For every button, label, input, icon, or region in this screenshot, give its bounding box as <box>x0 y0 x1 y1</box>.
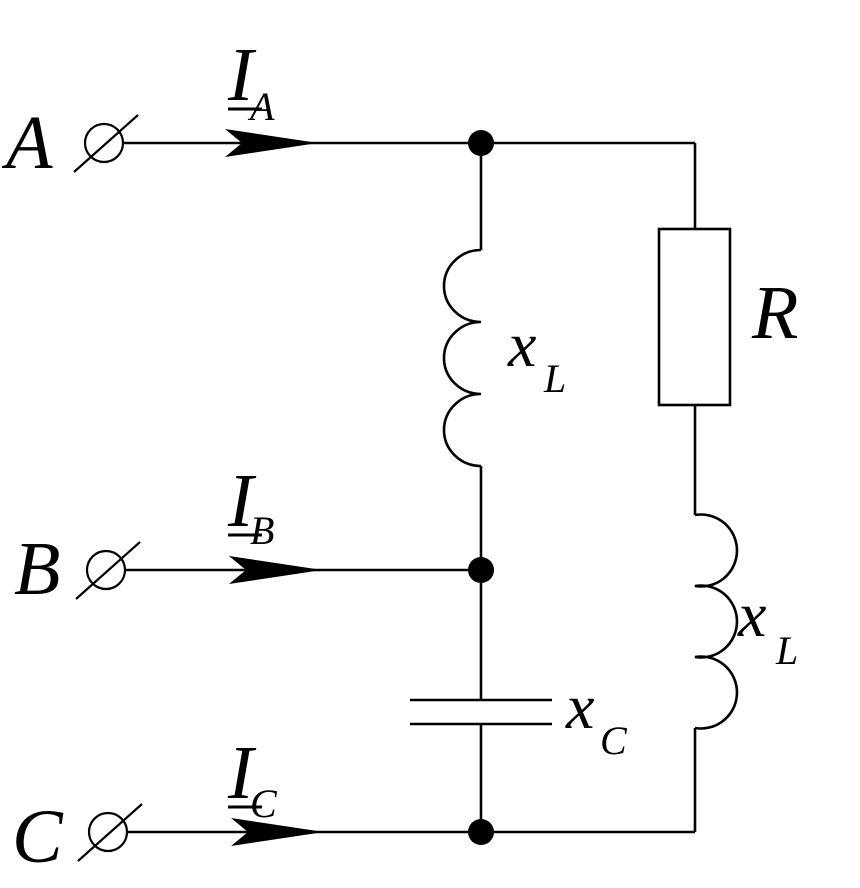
current-symbol-a: I <box>227 33 257 117</box>
current-arrow-b <box>229 556 322 584</box>
capacitor-bc-subscript: C <box>600 718 628 763</box>
inductor-right <box>694 513 739 730</box>
current-label-b: I B <box>227 459 274 553</box>
label-inductor-right: x L <box>737 579 798 673</box>
current-symbol-b: I <box>227 459 257 543</box>
inductor-ab-symbol: x <box>507 309 536 380</box>
current-arrow-a <box>225 129 318 157</box>
junction-node-c <box>468 819 494 845</box>
current-label-a: I A <box>227 33 275 129</box>
inductor-right-symbol: x <box>737 579 766 650</box>
label-inductor-ab: x L <box>507 309 566 401</box>
resistor-symbol: R <box>751 271 798 355</box>
terminal-label-b: B <box>14 527 60 611</box>
resistor <box>657 227 732 407</box>
current-arrow-c <box>231 818 324 846</box>
current-subscript-a: A <box>247 84 275 129</box>
junction-node-b <box>468 557 494 583</box>
terminal-label-c: C <box>12 795 64 879</box>
inductor-right-subscript: L <box>775 628 798 673</box>
terminal-label-a: A <box>1 101 53 185</box>
inductor-ab-subscript: L <box>543 356 566 401</box>
current-subscript-c: C <box>250 781 278 826</box>
current-symbol-c: I <box>227 731 257 815</box>
current-label-c: I C <box>227 731 278 826</box>
capacitor-bc-symbol: x <box>565 671 594 742</box>
junction-node-a <box>468 130 494 156</box>
capacitor-bc <box>410 698 552 726</box>
inductor-ab <box>442 248 482 468</box>
label-capacitor-bc: x C <box>565 671 628 763</box>
label-resistor: R <box>751 271 798 355</box>
current-subscript-b: B <box>250 508 274 553</box>
